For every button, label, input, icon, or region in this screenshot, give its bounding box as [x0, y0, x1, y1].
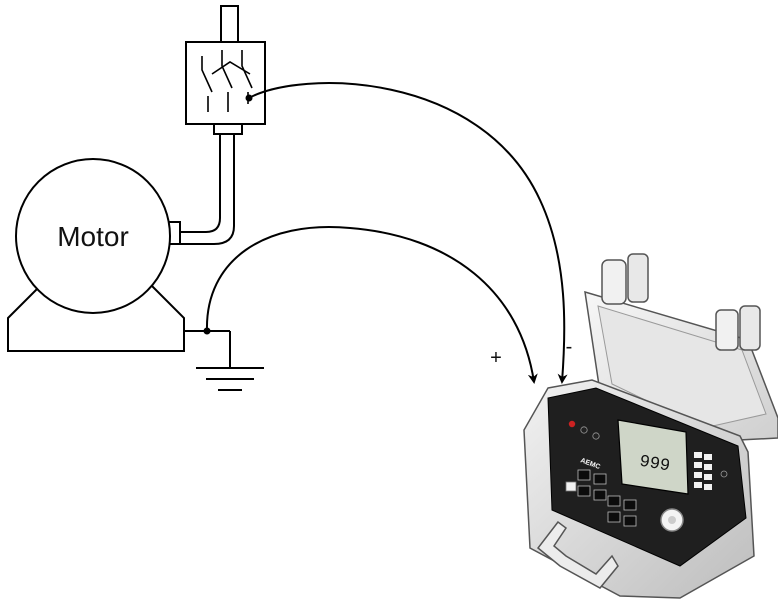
terminal-jack[interactable] [593, 433, 599, 439]
tester-button[interactable] [694, 472, 702, 478]
plus-label: + [490, 347, 502, 369]
tester-button[interactable] [704, 474, 712, 480]
tester-button[interactable] [578, 470, 590, 480]
tester-button-white[interactable] [566, 482, 576, 491]
lid-latch-right-icon [716, 306, 760, 350]
insulation-tester: 999 AEMC [524, 254, 778, 598]
tester-button[interactable] [594, 474, 606, 484]
tester-button[interactable] [608, 496, 620, 506]
terminal-jack[interactable] [721, 471, 727, 477]
motor-conduit [178, 134, 220, 232]
ground-connection [184, 328, 264, 391]
negative-test-lead [249, 83, 564, 382]
tester-button[interactable] [694, 452, 702, 458]
terminal-jack[interactable] [581, 427, 587, 433]
terminal-jack[interactable] [569, 421, 575, 427]
motor-label: Motor [57, 221, 129, 252]
tester-button[interactable] [594, 490, 606, 500]
switch-conduit-top [221, 6, 238, 42]
motor: Motor [8, 159, 184, 351]
tester-knob-center [668, 516, 676, 524]
ground-symbol-icon [196, 368, 264, 390]
tester-button[interactable] [694, 462, 702, 468]
switch-coupling [214, 124, 242, 134]
tester-button[interactable] [578, 486, 590, 496]
lid-latch-left-icon [602, 254, 648, 304]
minus-label: - [566, 336, 573, 358]
disconnect-switch [186, 6, 265, 134]
tester-button[interactable] [704, 484, 712, 490]
tester-button[interactable] [608, 512, 620, 522]
tester-button[interactable] [624, 500, 636, 510]
switch-box [186, 42, 265, 124]
motor-conduit-inner [178, 134, 234, 244]
positive-test-lead [207, 227, 534, 382]
tester-button[interactable] [704, 454, 712, 460]
tester-button[interactable] [624, 516, 636, 526]
tester-button[interactable] [694, 482, 702, 488]
tester-button[interactable] [704, 464, 712, 470]
